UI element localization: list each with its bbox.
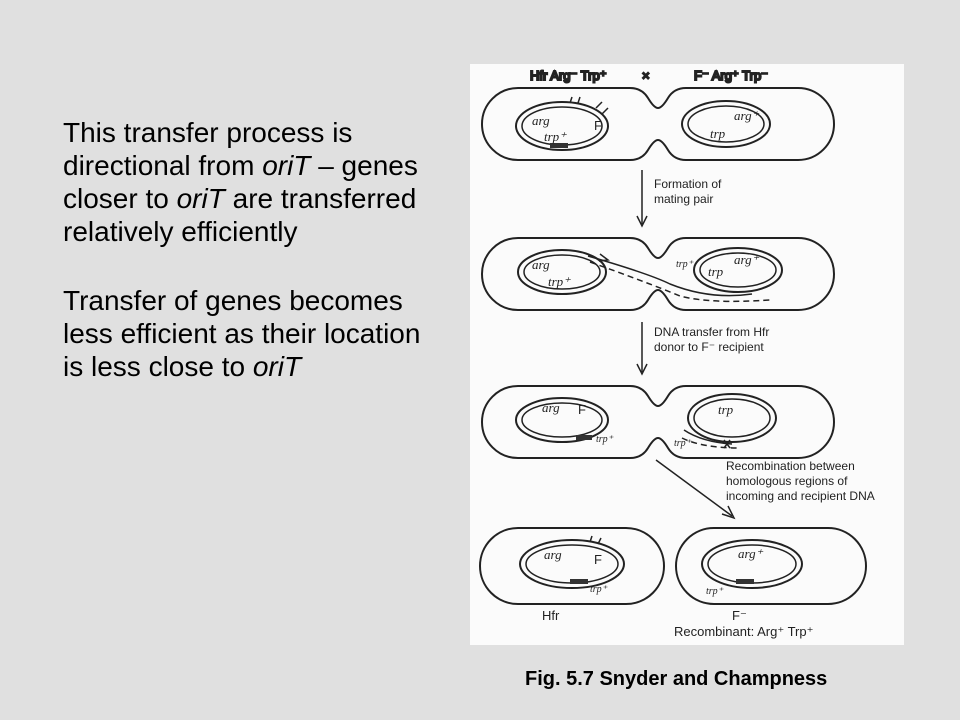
label-trp-plus-2: trp⁺ [548, 274, 571, 289]
cell-pair-transfer: arg F trp⁺ trp trp⁺ [481, 385, 835, 459]
label-recombinant: Recombinant: Arg⁺ Trp⁺ [674, 624, 813, 639]
explanation-text: This transfer process is directional fro… [63, 116, 443, 419]
header-recipient-genotype: F⁻ Arg⁺ Trp⁻ [694, 68, 768, 83]
hfr-chromosome-final [519, 539, 625, 589]
step-1-line-1: Formation of [654, 177, 722, 191]
recipient-chromosome-3 [687, 393, 777, 443]
mating-cell-outline-2 [481, 237, 835, 311]
label-trp-plus-final-recombinant: trp⁺ [706, 586, 724, 597]
label-trp-plus-3: trp⁺ [596, 434, 614, 445]
recombinant-cell-outline [675, 527, 867, 605]
label-trp-plus-incoming-3: trp⁺ [674, 438, 692, 449]
label-trp-3: trp [718, 402, 734, 417]
label-hfr-cell: Hfr [542, 608, 560, 623]
cells-final: arg F trp⁺ arg⁺ trp⁺ [479, 527, 867, 605]
label-arg-plus-1: arg⁺ [734, 108, 760, 123]
arrow-step-3 [655, 459, 733, 517]
mating-cell-outline-3 [481, 385, 835, 459]
label-F-final: F [594, 552, 602, 567]
donor-chromosome-1 [515, 101, 609, 151]
step-2-line-2: donor to F⁻ recipient [654, 340, 764, 354]
label-F-3: F [578, 402, 586, 417]
label-trp-plus-1: trp⁺ [544, 129, 567, 144]
recombinant-chromosome [701, 539, 803, 589]
label-arg-plus-2: arg⁺ [734, 252, 760, 267]
label-trp-2: trp [708, 264, 724, 279]
label-f-minus-cell: F⁻ [732, 608, 747, 623]
cell-pair-separate: arg trp⁺ F arg⁺ trp [481, 87, 835, 161]
mating-cell-outline-1 [481, 87, 835, 161]
label-trp-plus-transfer-2: trp⁺ [676, 259, 694, 270]
donor-chromosome-2 [517, 249, 607, 295]
step-3-line-3: incoming and recipient DNA [726, 489, 875, 503]
hfr-cell-outline [479, 527, 665, 605]
hfr-conjugation-figure: Hfr Arg⁻ Trp⁺ × F⁻ Arg⁺ Trp⁻ arg trp⁺ F … [470, 64, 904, 645]
step-2-line-1: DNA transfer from Hfr [654, 325, 769, 339]
step-3-line-1: Recombination between [726, 459, 855, 473]
conjugation-diagram: Hfr Arg⁻ Trp⁺ × F⁻ Arg⁺ Trp⁻ arg trp⁺ F … [479, 67, 875, 639]
label-arg-1: arg [532, 113, 550, 128]
header-hfr-genotype: Hfr Arg⁻ Trp⁺ [530, 68, 607, 83]
label-arg-final: arg [544, 547, 562, 562]
paragraph-directional-transfer: This transfer process is directional fro… [63, 117, 418, 247]
donor-chromosome-3 [515, 397, 609, 443]
label-F-1: F [594, 118, 602, 133]
header-cross-symbol: × [642, 68, 650, 83]
step-3-line-2: homologous regions of [726, 474, 848, 488]
label-arg-2: arg [532, 257, 550, 272]
label-arg-plus-final: arg⁺ [738, 546, 764, 561]
label-trp-plus-final-hfr: trp⁺ [590, 584, 608, 595]
recipient-chromosome-1 [681, 100, 771, 148]
recipient-chromosome-2 [693, 247, 783, 293]
label-arg-3: arg [542, 400, 560, 415]
step-1-line-2: mating pair [654, 192, 713, 206]
label-trp-1: trp [710, 126, 726, 141]
paragraph-transfer-efficiency: Transfer of genes becomes less efficient… [63, 285, 421, 382]
cell-pair-mating: arg trp⁺ trp⁺ trp arg⁺ [481, 237, 835, 311]
figure-caption: Fig. 5.7 Snyder and Champness [525, 668, 828, 690]
transferred-strand-2 [587, 255, 753, 297]
